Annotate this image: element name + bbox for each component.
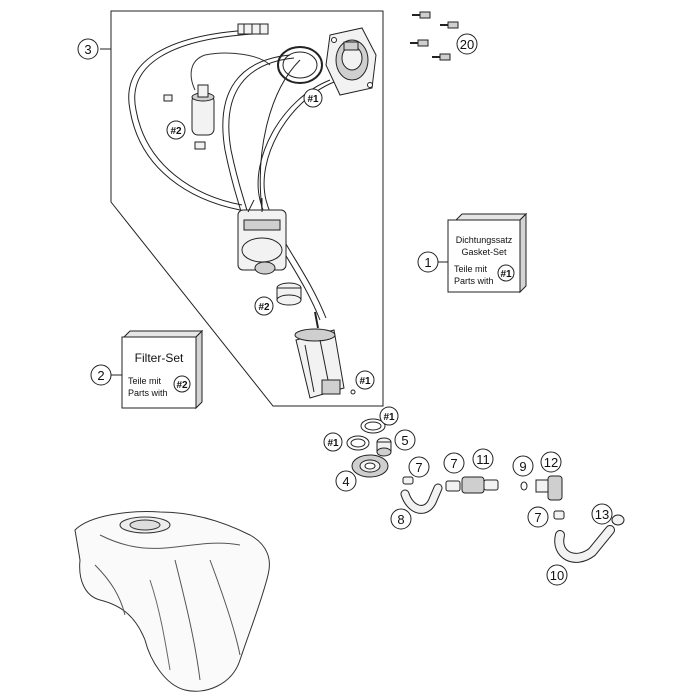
ref-marker-1: #1 [355, 370, 375, 390]
hose-clamp [611, 514, 625, 526]
filter-set-line2: Parts with [128, 388, 168, 398]
ref-2-label: #2 [170, 126, 182, 137]
ref-2-label: #2 [258, 302, 270, 313]
hose-clamp [553, 510, 565, 520]
filter-set-title: Filter-Set [135, 351, 184, 365]
fuel-pump-motor [237, 198, 287, 275]
callout-13-label: 13 [595, 507, 609, 522]
callout-7-label: 7 [450, 456, 457, 471]
callout-7-label: 7 [415, 460, 422, 475]
ref-1-label: #1 [383, 412, 395, 423]
ref-marker-1: #1 [323, 432, 343, 452]
ref-marker-1: #1 [303, 88, 323, 108]
callout-13: 13 [591, 503, 613, 525]
ref-marker-2: #2 [254, 296, 274, 316]
callout-3: 3 [77, 38, 99, 60]
filter-set-line1: Teile mit [128, 376, 162, 386]
ref-marker-2: #2 [166, 120, 186, 140]
callout-7: 7 [408, 456, 430, 478]
ref-1-label: #1 [359, 376, 371, 387]
outlet-fitting [376, 437, 392, 457]
fuel-lines [128, 29, 335, 321]
callout-4: 4 [335, 470, 357, 492]
wire-connector [237, 23, 269, 35]
o-ring [520, 481, 528, 491]
callout-20-label: 20 [460, 37, 474, 52]
callout-1-label: 1 [424, 255, 431, 270]
elbow-connector [535, 475, 563, 501]
fuel-filter [163, 84, 215, 150]
callout-9-label: 9 [519, 459, 526, 474]
filter-ring [276, 282, 302, 306]
callout-12-label: 12 [544, 455, 558, 470]
gasket-set-line4: Parts with [454, 276, 494, 286]
callout-8-label: 8 [397, 512, 404, 527]
callout-20: 20 [456, 33, 478, 55]
callout-4-label: 4 [342, 474, 349, 489]
fuel-tank [74, 511, 270, 692]
callout-12: 12 [540, 451, 562, 473]
filter-set-box: Filter-Set Teile mit Parts with #2 [121, 329, 204, 410]
quick-connector [445, 476, 499, 494]
gasket-set-box: Dichtungssatz Gasket-Set Teile mit Parts… [447, 212, 528, 294]
callout-11: 11 [472, 448, 494, 470]
callout-11-label: 11 [476, 452, 490, 467]
gasket-set-line3: Teile mit [454, 264, 488, 274]
hose-clamp [402, 476, 414, 485]
ref-marker-1: #1 [379, 406, 399, 426]
filter-set-ref: #2 [176, 380, 188, 391]
callout-2-label: 2 [97, 368, 104, 383]
flange-gasket [277, 46, 323, 84]
callout-7: 7 [527, 506, 549, 528]
callout-5-label: 5 [401, 433, 408, 448]
assembly-frame [110, 10, 384, 407]
callout-7: 7 [443, 452, 465, 474]
pump-housing [294, 311, 356, 399]
seal-rings [346, 418, 386, 451]
gasket-set-ref: #1 [500, 269, 512, 280]
gasket-set-line2: Gasket-Set [461, 247, 507, 257]
ref-1-label: #1 [307, 94, 319, 105]
union-nut [351, 454, 389, 478]
gasket-set-line1: Dichtungssatz [456, 235, 513, 245]
callout-3-label: 3 [84, 42, 91, 57]
callout-7-label: 7 [534, 510, 541, 525]
callout-2: 2 [90, 364, 112, 386]
pump-flange [325, 27, 377, 96]
callout-10-label: 10 [550, 568, 564, 583]
callout-9: 9 [512, 455, 534, 477]
callout-5: 5 [394, 429, 416, 451]
hose-elbow [400, 483, 443, 514]
callout-8: 8 [390, 508, 412, 530]
screws [410, 11, 459, 61]
callout-10: 10 [546, 564, 568, 586]
callout-1: 1 [417, 251, 439, 273]
hose-u [554, 525, 615, 563]
ref-1-label: #1 [327, 438, 339, 449]
